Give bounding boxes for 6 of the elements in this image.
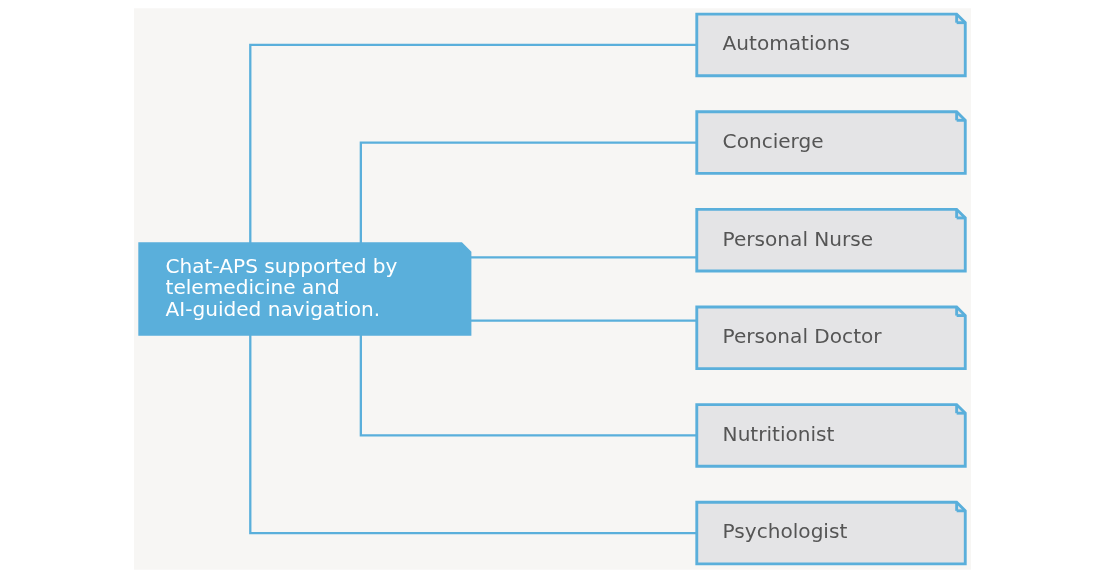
connector bbox=[248, 43, 697, 244]
connector bbox=[359, 334, 696, 437]
connector bbox=[248, 334, 697, 535]
connector bbox=[469, 319, 697, 322]
connector bbox=[469, 256, 697, 259]
connector bbox=[359, 141, 696, 244]
